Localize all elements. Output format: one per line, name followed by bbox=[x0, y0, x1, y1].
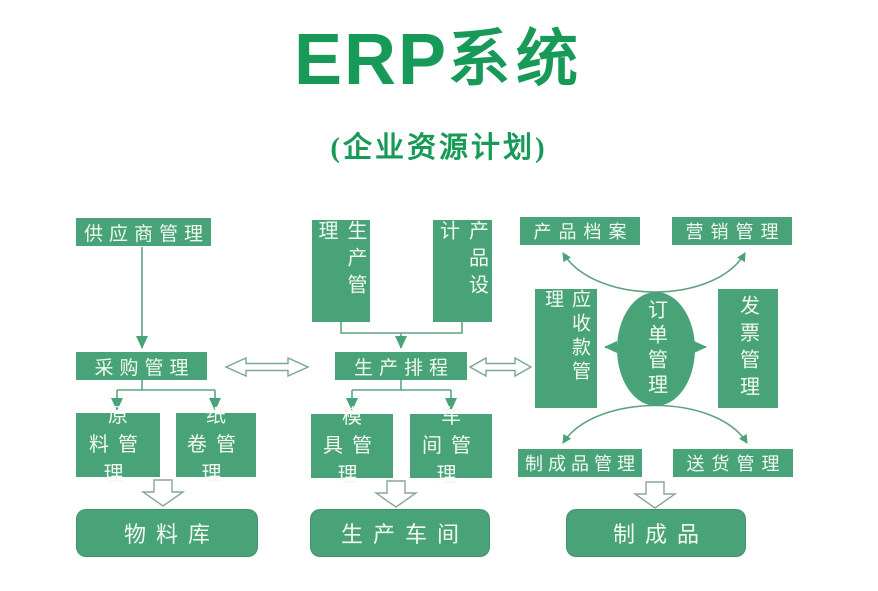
node-label: 原料管理 bbox=[89, 404, 147, 485]
node-label: 纸卷管理 bbox=[187, 404, 245, 485]
node-delivery-management: 送货管理 bbox=[673, 449, 793, 477]
node-production-workshop: 生产车间 bbox=[310, 509, 490, 557]
title-erp: ERP bbox=[293, 20, 449, 100]
node-supplier-management: 供应商管理 bbox=[76, 218, 211, 246]
double-arrow-left bbox=[224, 356, 310, 378]
node-marketing-management: 营销管理 bbox=[672, 217, 792, 245]
node-product-archive: 产品档案 bbox=[520, 217, 640, 245]
node-product-design: 产品设计 bbox=[433, 220, 492, 322]
page-subtitle: (企业资源计划) bbox=[330, 132, 548, 164]
node-label: 发票管理 bbox=[736, 294, 759, 403]
node-label: 物料库 bbox=[123, 522, 220, 547]
node-label: 送货管理 bbox=[686, 454, 787, 474]
block-arrow-down-right bbox=[632, 481, 678, 509]
node-label: 营销管理 bbox=[685, 222, 786, 242]
node-order-management: 订单管理 bbox=[617, 292, 695, 406]
page-title: ERP系统 bbox=[0, 24, 878, 96]
block-arrow-down-middle bbox=[373, 480, 419, 508]
node-label: 制成品管理 bbox=[525, 454, 640, 474]
node-receivables-management: 应收款管理 bbox=[535, 289, 597, 408]
node-finished-products: 制成品 bbox=[566, 509, 746, 557]
node-label: 应收款管理 bbox=[542, 289, 590, 385]
node-mold-management: 模具管理 bbox=[311, 406, 393, 486]
node-label: 采购管理 bbox=[94, 357, 195, 379]
node-label: 制成品 bbox=[612, 522, 709, 547]
title-system: 系统 bbox=[448, 26, 585, 94]
node-raw-material-management: 原料管理 bbox=[76, 405, 160, 485]
double-arrow-right bbox=[468, 356, 533, 378]
node-production-management: 生产管理 bbox=[312, 220, 370, 322]
node-invoice-management: 发票管理 bbox=[718, 289, 778, 408]
node-procurement-management: 采购管理 bbox=[76, 352, 207, 380]
node-material-warehouse: 物料库 bbox=[76, 509, 258, 557]
block-arrow-down-left bbox=[140, 479, 186, 507]
node-label: 供应商管理 bbox=[83, 223, 209, 245]
node-finished-goods-management: 制成品管理 bbox=[518, 449, 642, 477]
node-workshop-management: 车间管理 bbox=[410, 406, 492, 486]
node-label: 订单管理 bbox=[644, 299, 667, 399]
node-label: 产品档案 bbox=[533, 222, 634, 242]
node-label: 生产管理 bbox=[315, 220, 366, 301]
node-label: 生产排程 bbox=[353, 357, 454, 379]
node-label: 模具管理 bbox=[323, 405, 381, 486]
node-label: 生产车间 bbox=[340, 522, 469, 547]
node-production-scheduling: 生产排程 bbox=[335, 352, 467, 380]
node-label: 车间管理 bbox=[422, 405, 480, 486]
node-paper-roll-management: 纸卷管理 bbox=[176, 405, 256, 485]
node-label: 产品设计 bbox=[436, 220, 488, 301]
